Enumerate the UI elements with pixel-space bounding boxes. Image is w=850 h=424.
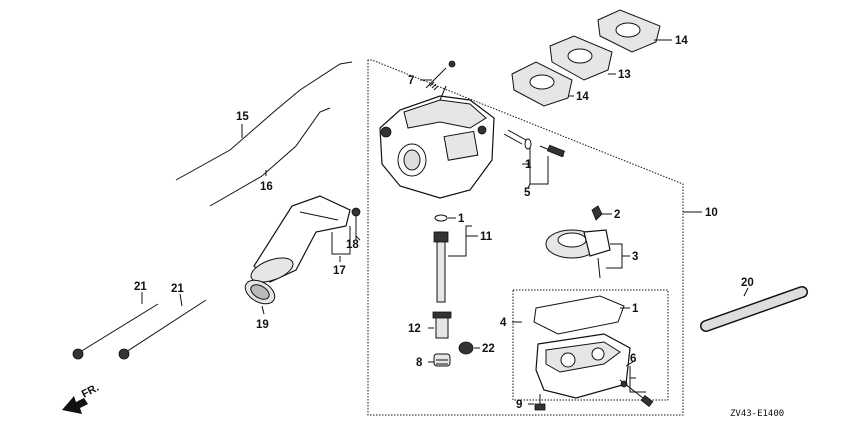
screw-9 — [534, 394, 546, 411]
callout-14-bottom: 14 — [576, 91, 589, 103]
main-jet-12 — [432, 311, 452, 339]
callout-9: 9 — [516, 399, 522, 411]
callout-13: 13 — [618, 69, 631, 81]
callout-16: 16 — [260, 181, 273, 193]
gasket-13 — [549, 35, 613, 81]
intake-elbow-17 — [250, 195, 351, 283]
callout-21-left: 21 — [134, 281, 147, 293]
float-chamber-bowl — [535, 333, 631, 399]
bolt-18 — [351, 207, 361, 240]
callout-22: 22 — [482, 343, 495, 355]
callout-12: 12 — [408, 323, 421, 335]
callout-18: 18 — [346, 239, 359, 251]
callout-11: 11 — [480, 231, 493, 243]
gasket-14-top — [597, 9, 661, 53]
diagram-code: ZV43-E1400 — [730, 409, 784, 419]
callout-19: 19 — [256, 319, 269, 331]
choke-rod-16 — [209, 107, 331, 207]
callout-20: 20 — [741, 277, 754, 289]
float-3 — [545, 229, 611, 279]
carburetor-body — [379, 85, 495, 199]
callout-2: 2 — [614, 209, 620, 221]
callout-10: 10 — [705, 207, 718, 219]
callout-17: 17 — [333, 265, 346, 277]
float-valve-2 — [591, 205, 603, 221]
callout-5: 5 — [524, 187, 531, 199]
callout-15: 15 — [236, 111, 249, 123]
callout-6: 6 — [630, 353, 636, 365]
float-chamber-gasket — [533, 295, 625, 335]
callout-14-top: 14 — [675, 35, 688, 47]
leader-lines — [141, 39, 749, 405]
callout-21-right: 21 — [171, 283, 184, 295]
drain-screw-8 — [433, 353, 451, 367]
throttle-rod-15 — [175, 61, 353, 181]
pilot-screw-7 — [425, 60, 456, 91]
main-nozzle-11 — [433, 214, 449, 303]
long-bolt-21b — [118, 299, 207, 360]
long-bolt-21a — [72, 303, 159, 360]
assembly-frame — [367, 59, 684, 416]
float-chamber-frame — [512, 289, 669, 401]
callout-1-nozzle: 1 — [458, 213, 465, 225]
bolt-6 — [619, 359, 654, 408]
throttle-stop-screw-5 — [503, 129, 566, 158]
front-label: FR. — [80, 382, 101, 401]
callout-1-screw: 1 — [525, 159, 532, 171]
callout-labels: 7 14 13 14 15 16 1 5 10 2 3 1 11 18 17 2… — [134, 35, 754, 411]
gasket-14-bottom — [511, 61, 573, 107]
fuel-tube-20 — [700, 286, 808, 332]
callout-3: 3 — [632, 251, 638, 263]
nut-22 — [458, 341, 474, 355]
callout-4: 4 — [500, 317, 507, 329]
front-direction-arrow: FR. — [62, 382, 101, 414]
callout-1-gasket: 1 — [632, 303, 639, 315]
air-filter-element-19 — [244, 279, 276, 305]
callout-7: 7 — [408, 75, 414, 87]
callout-8: 8 — [416, 357, 423, 369]
